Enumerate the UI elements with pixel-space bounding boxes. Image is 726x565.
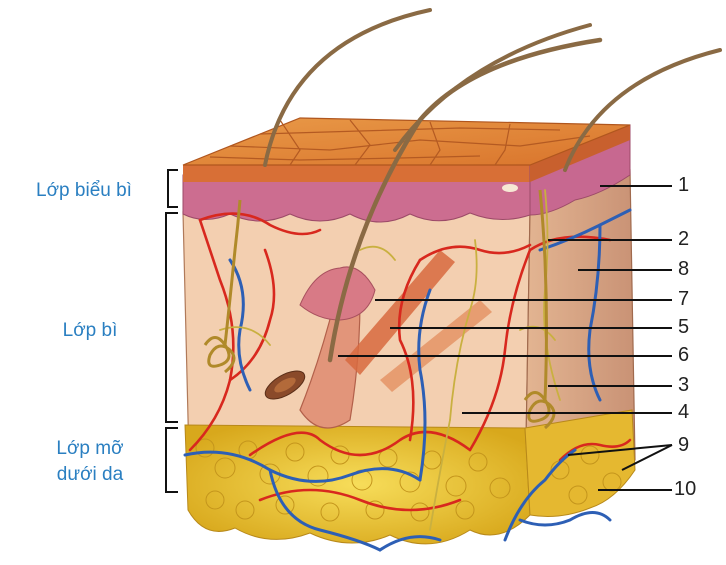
skin-block	[183, 10, 720, 550]
callout-1: 1	[678, 174, 689, 197]
fat-layer	[185, 410, 635, 544]
callout-7: 7	[678, 288, 689, 311]
callout-4: 4	[678, 401, 689, 424]
epidermis-front	[183, 175, 530, 222]
pore	[502, 184, 518, 192]
dermis-label: Lớp bì	[40, 318, 140, 344]
callout-10: 10	[674, 478, 696, 501]
callout-9: 9	[678, 434, 689, 457]
callout-3: 3	[678, 374, 689, 397]
callout-8: 8	[678, 258, 689, 281]
epidermis-label: Lớp biểu bì	[6, 178, 162, 204]
hypodermis-label-line2: dưới da	[40, 462, 140, 488]
hypodermis-label-line1: Lớp mỡ	[40, 436, 140, 462]
layer-brackets	[166, 170, 178, 492]
epidermis-front-top	[183, 165, 530, 182]
callout-2: 2	[678, 228, 689, 251]
callout-5: 5	[678, 316, 689, 339]
callout-6: 6	[678, 344, 689, 367]
